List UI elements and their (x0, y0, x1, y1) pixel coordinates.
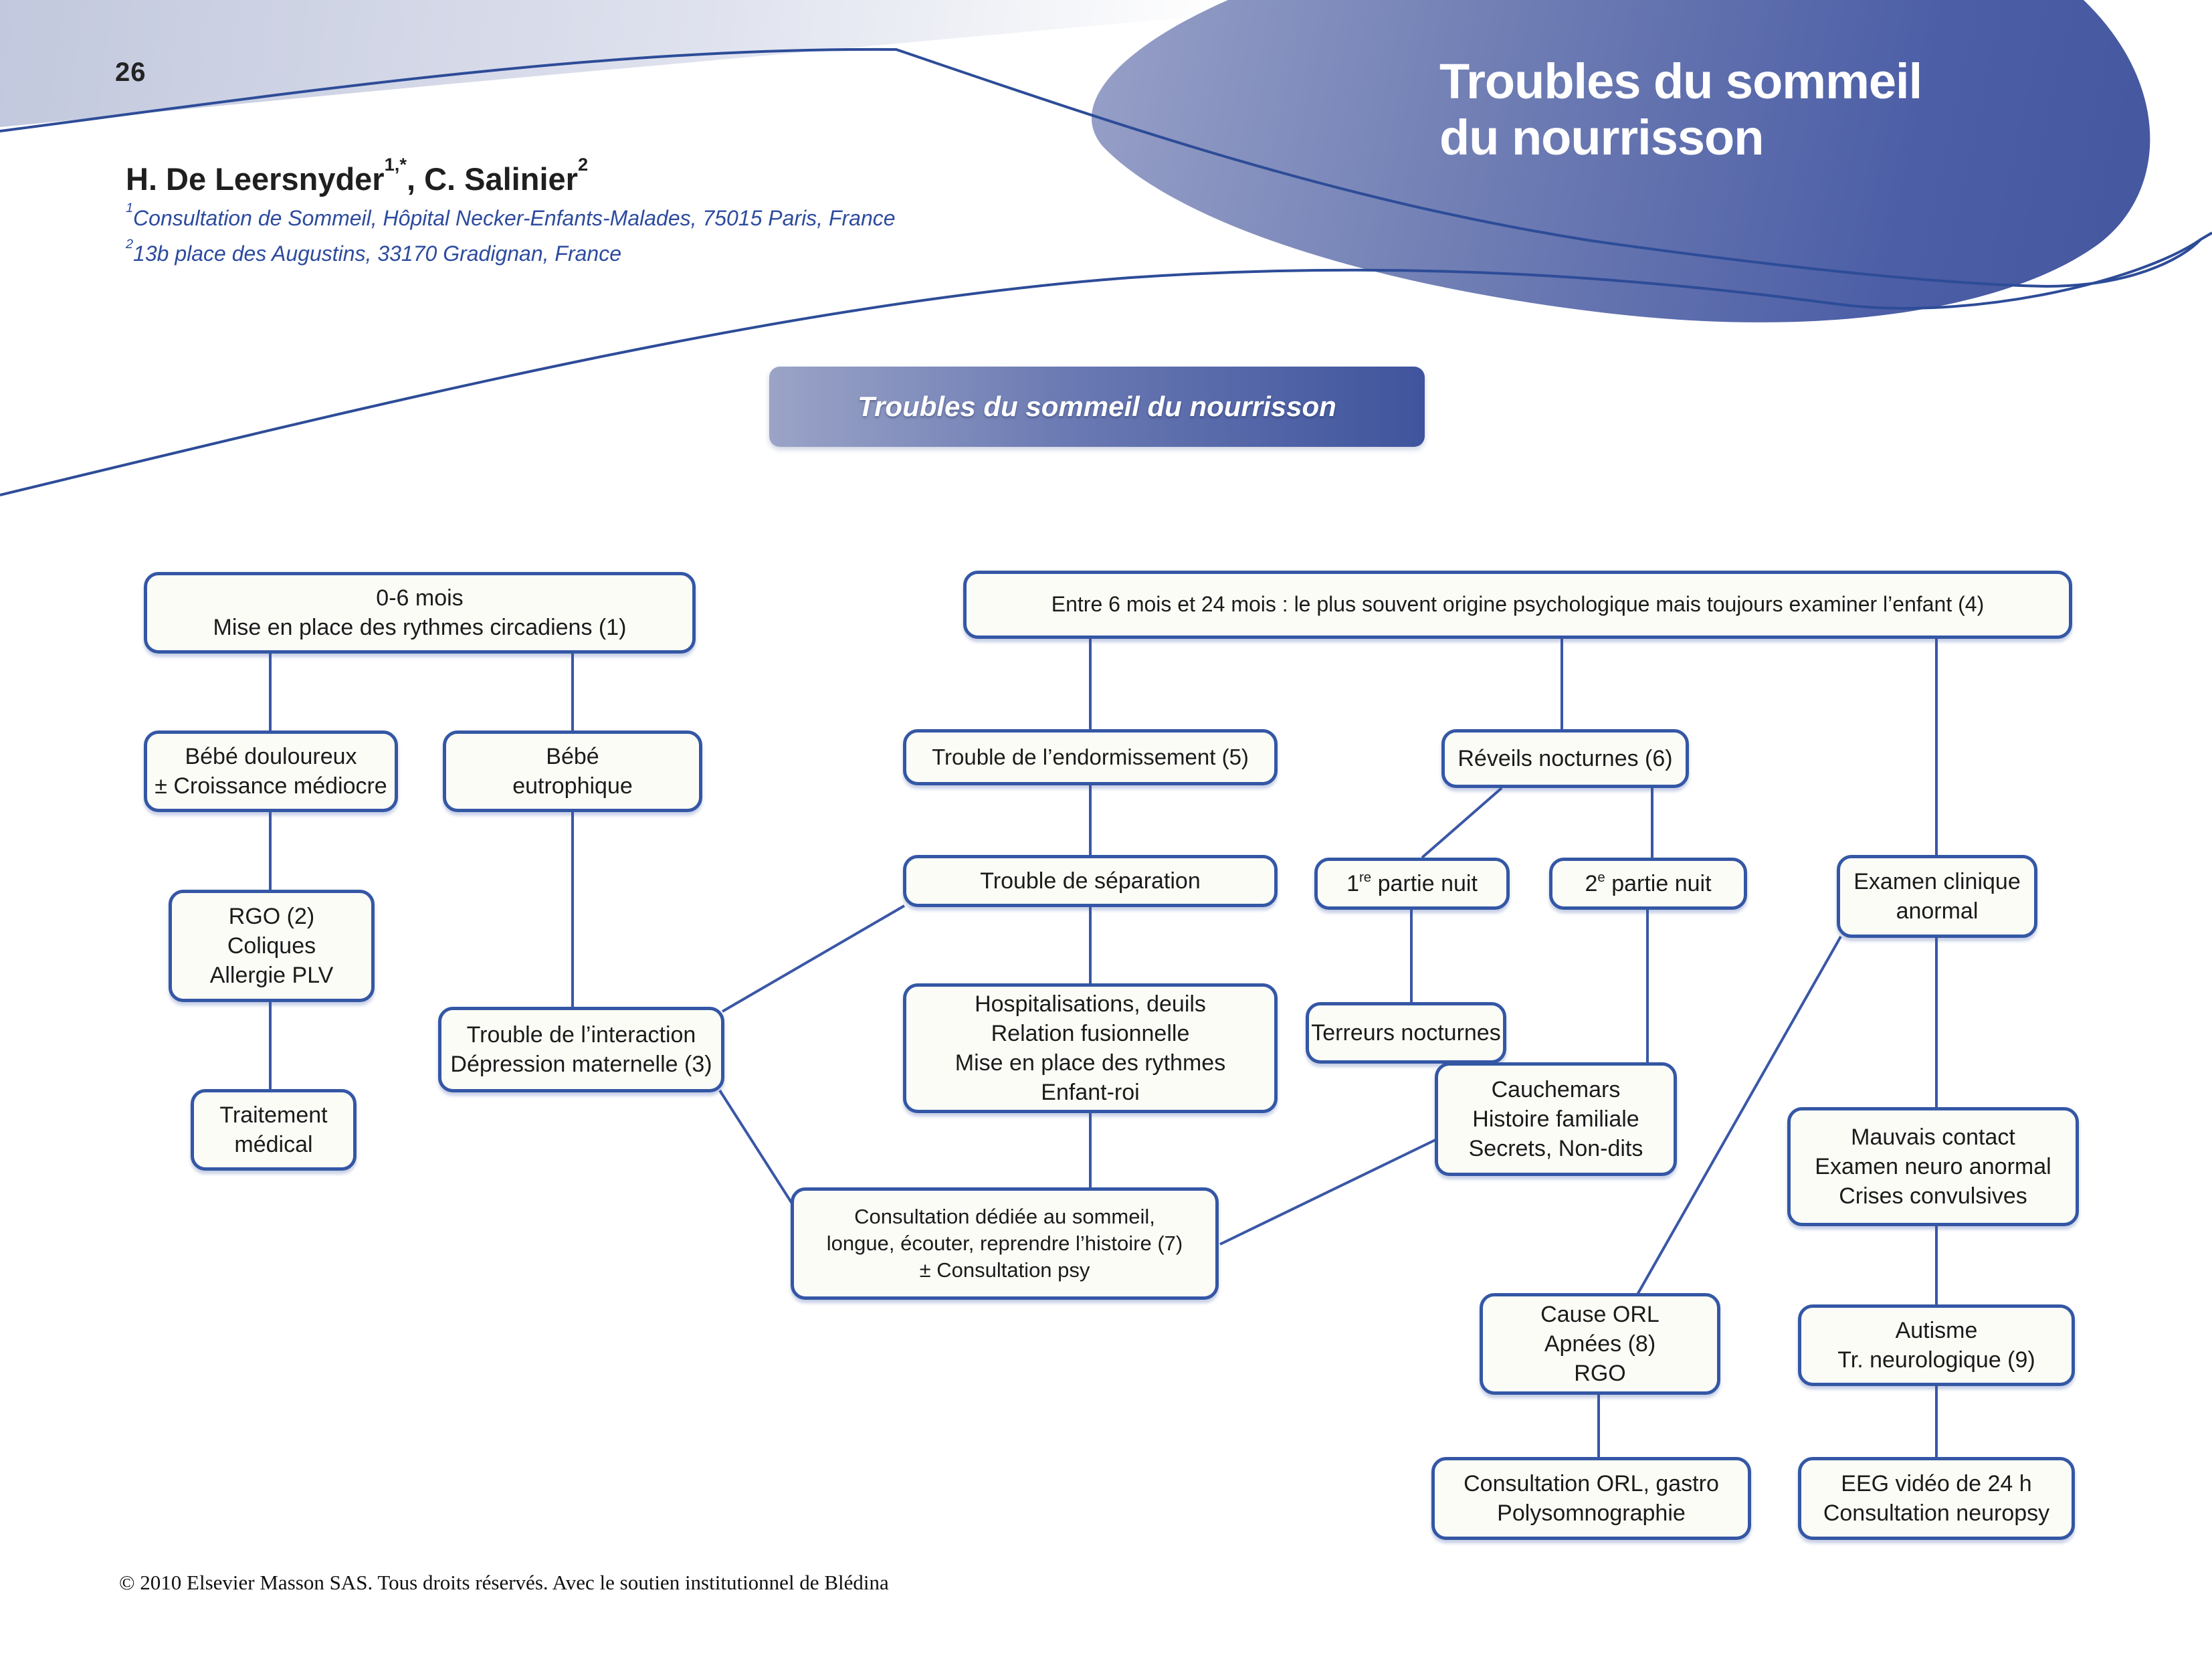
flow-box-sleep-consultation: Consultation dédiée au sommeil,longue, é… (791, 1187, 1219, 1300)
flow-box-label: re (1359, 870, 1372, 885)
flow-box-label: partie nuit (1605, 870, 1712, 896)
flow-box-label: partie nuit (1371, 870, 1478, 896)
affiliation-line-1: 1Consultation de Sommeil, Hôpital Necker… (126, 201, 896, 230)
flow-box-label: Consultation dédiée au sommeil,longue, é… (826, 1204, 1183, 1282)
flow-box-sleep-onset-disorder: Trouble de l’endormissement (5) (903, 729, 1278, 785)
author-superscript: 1,* (384, 154, 407, 175)
flow-box-months-6-24: Entre 6 mois et 24 mois : le plus souven… (963, 571, 2072, 639)
author-superscript: 2 (577, 154, 589, 175)
flow-box-night-wakings: Réveils nocturnes (6) (1441, 729, 1689, 788)
connector-night-wakings--first-part-night (1421, 787, 1503, 859)
flow-box-painful-baby: Bébé douloureux± Croissance médiocre (144, 730, 398, 812)
flow-box-label: Bébé douloureux± Croissance médiocre (155, 743, 387, 799)
page-number: 26 (115, 58, 146, 87)
flow-box-label: 1 (1346, 870, 1359, 896)
flow-box-label: e (1597, 870, 1605, 885)
flow-box-night-terrors: Terreurs nocturnes (1306, 1002, 1506, 1064)
connector-nightmares--sleep-consultation (1219, 1139, 1436, 1246)
authors: H. De Leersnyder1,*, C. Salinier2 (126, 154, 589, 197)
connector-abnormal-exam--orl-cause (1636, 936, 1842, 1295)
footer-copyright: © 2010 Elsevier Masson SAS. Tous droits … (119, 1571, 889, 1594)
chart-title-banner-label: Troubles du sommeil du nourrisson (858, 391, 1336, 422)
header-swoosh-graphic (0, 0, 2212, 496)
chart-title-banner: Troubles du sommeil du nourrisson (769, 367, 1425, 447)
flow-box-label: Terreurs nocturnes (1311, 1019, 1501, 1046)
page-title-line1: Troubles du sommeil (1439, 54, 1922, 109)
light-band-shape (0, 0, 1405, 127)
blue-blob-shape (1092, 0, 2150, 322)
flow-box-label: Trouble de l’endormissement (5) (932, 744, 1249, 769)
affiliation-line-2: 213b place des Augustins, 33170 Gradigna… (126, 236, 621, 266)
page-title: Troubles du sommeil du nourrisson (1439, 54, 1922, 165)
connector-interaction-disorder--separation-disorder (721, 904, 906, 1013)
page-title-line2: du nourrisson (1439, 109, 1764, 165)
flow-box-label: Trouble de séparation (980, 868, 1201, 894)
flow-box-separation-disorder: Trouble de séparation (903, 855, 1278, 907)
connector-interaction-disorder--sleep-consultation (718, 1089, 795, 1207)
flow-box-label: Entre 6 mois et 24 mois : le plus souven… (1051, 592, 1985, 617)
flow-box-label: Réveils nocturnes (6) (1457, 745, 1673, 771)
flow-box-label: 2 (1585, 870, 1598, 896)
upper-curve-line (0, 47, 2202, 288)
lower-arc-line (0, 231, 2212, 496)
author-block: H. De Leersnyder1,*, C. Salinier2 1Consu… (126, 154, 896, 268)
